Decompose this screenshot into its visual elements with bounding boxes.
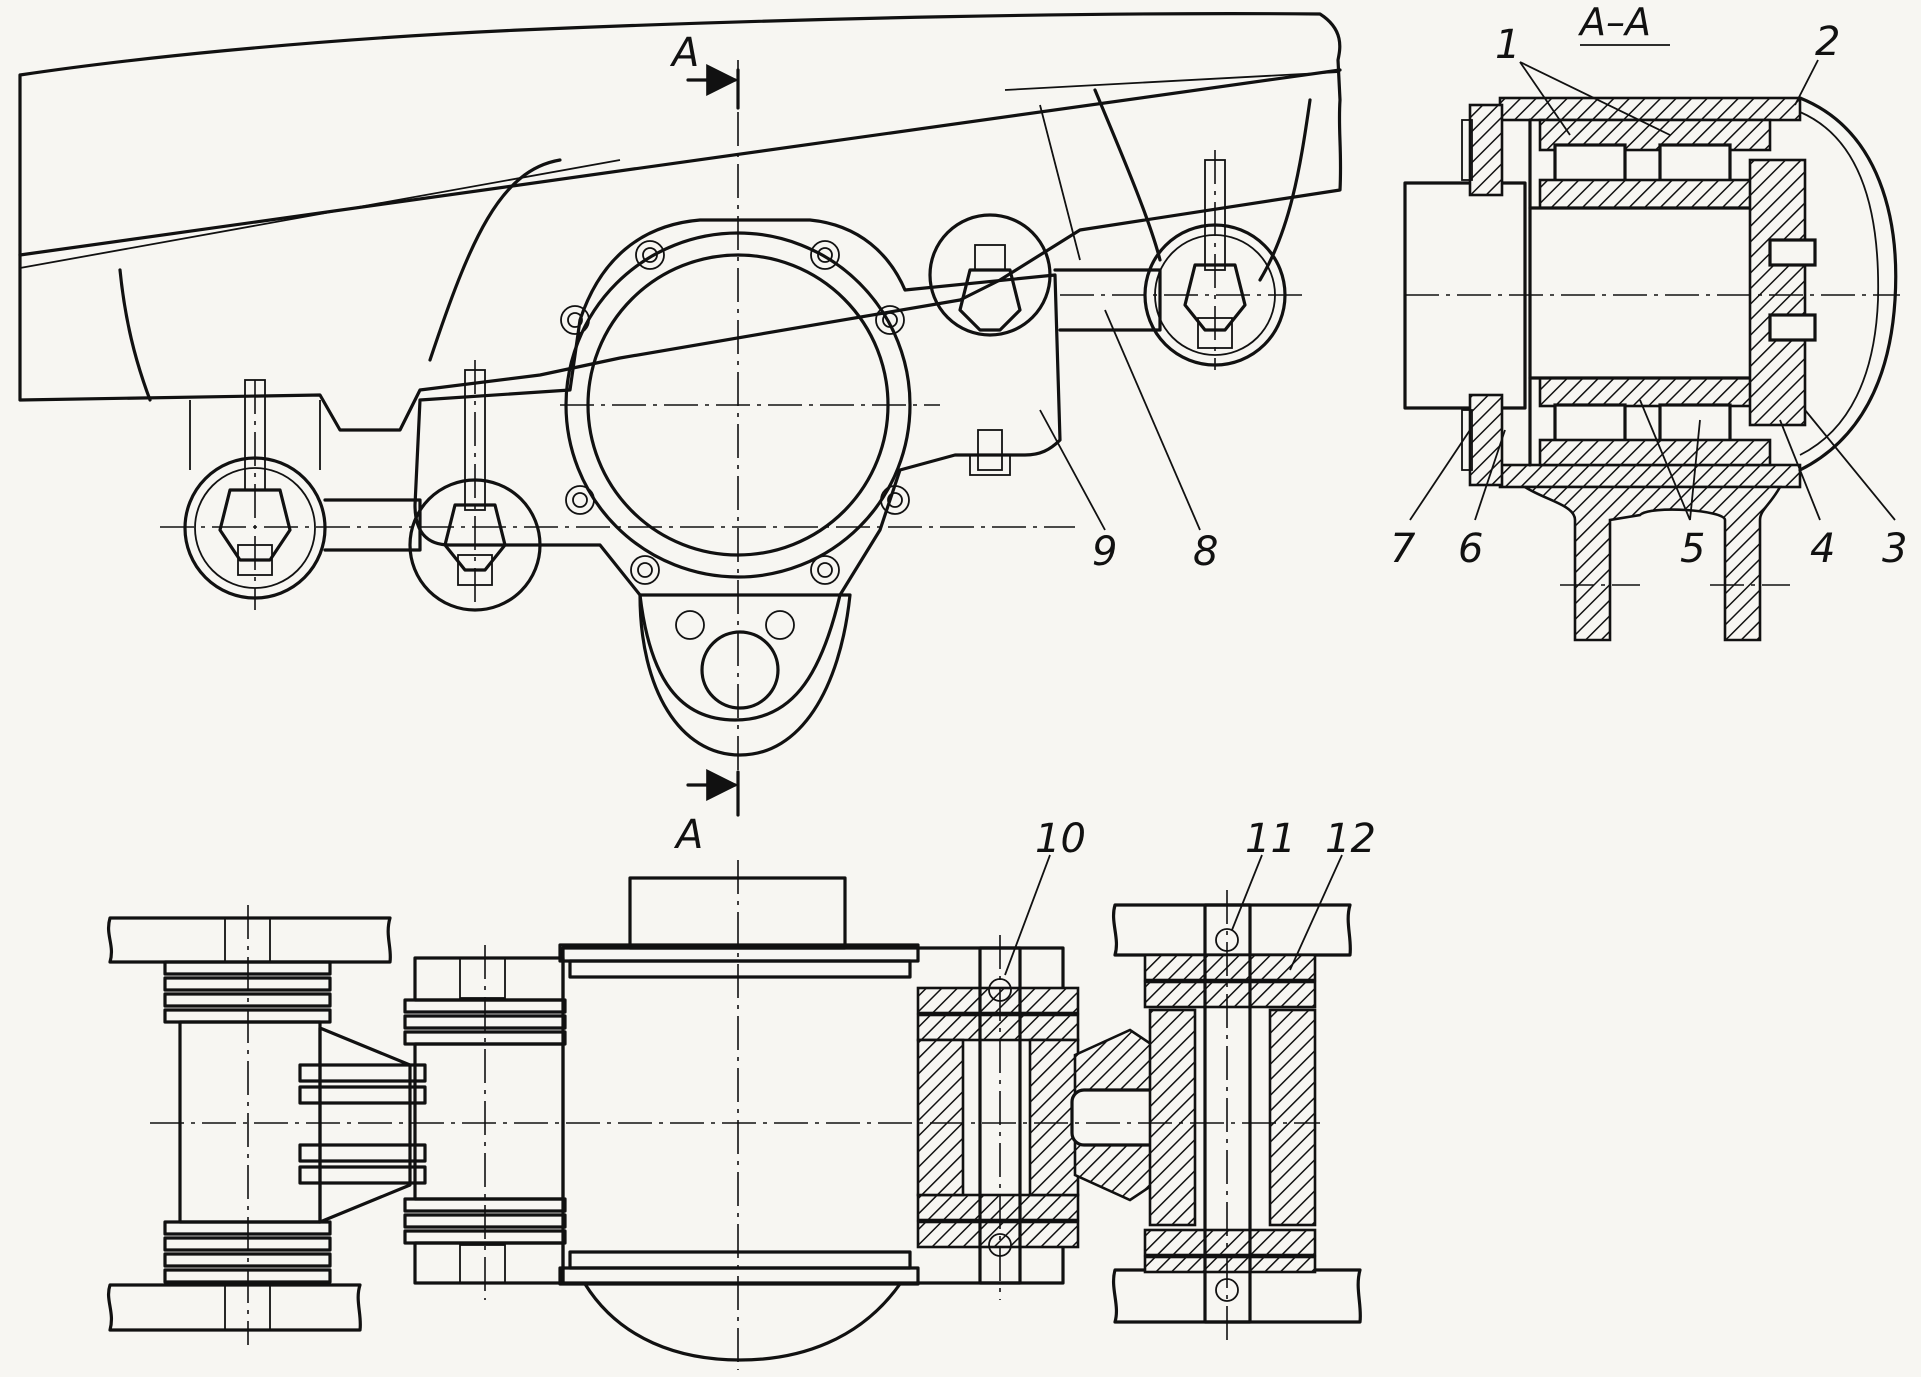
frame-flange-line-2 [19, 159, 621, 269]
end-cover [1798, 96, 1898, 472]
callout-6: 6 [1458, 526, 1483, 572]
callout-8: 8 [1193, 529, 1218, 575]
callout-7: 7 [1390, 526, 1416, 572]
left-rail-top [106, 916, 392, 964]
left-plan-link [318, 1026, 412, 1224]
frame-web-right2 [1258, 98, 1312, 282]
left-spring-bolt-head [218, 488, 292, 562]
housing-top-wall [1498, 96, 1802, 122]
lower-fork [1520, 485, 1783, 642]
housing-bolt-bosses [560, 240, 910, 585]
side-view: A A 9 8 [18, 12, 1343, 858]
left-link [323, 498, 422, 552]
callout-5: 5 [1680, 526, 1705, 572]
callout-9: 9 [1092, 529, 1117, 575]
callout-3: 3 [1882, 526, 1907, 572]
frame-flange-line [18, 68, 1342, 257]
callout-10: 10 [1035, 816, 1086, 862]
right-mid-spring-cup [928, 213, 1052, 337]
seal-ring [1468, 103, 1504, 197]
section-mark-bottom: A [673, 812, 703, 858]
right-link [1053, 268, 1162, 332]
right-rail-top [1111, 903, 1352, 957]
frame-rib [1039, 104, 1081, 261]
callout-1: 1 [1495, 22, 1520, 68]
end-cap [1748, 158, 1807, 427]
housing-bottom-wall [1498, 463, 1802, 489]
frame-flange-line-3 [1004, 71, 1341, 91]
car-frame-outline [18, 12, 1343, 432]
left-rail-bottom [106, 1283, 362, 1332]
bearing-block-11 [1143, 903, 1317, 1324]
callout-2: 2 [1815, 19, 1840, 65]
section-mark-top: A [669, 30, 699, 76]
right-rail-bottom [1111, 1268, 1362, 1324]
frame-web-left [118, 268, 152, 402]
plan-lower-lug [583, 1282, 902, 1362]
callout-4: 4 [1810, 526, 1835, 572]
callout-11: 11 [1245, 816, 1296, 862]
right-mid-bolt-head [958, 268, 1022, 332]
bearing-block-10 [916, 946, 1080, 1285]
section-a-a: A–A [1390, 0, 1907, 642]
housing-lower-lug [638, 593, 852, 757]
frame-web-right [1093, 88, 1162, 262]
plan-view: 10 11 12 [106, 816, 1376, 1370]
section-title: A–A [1577, 0, 1651, 44]
lug-hole [700, 630, 780, 710]
housing-body [413, 218, 1062, 722]
frame-web-mid [428, 158, 562, 362]
callout-12: 12 [1325, 816, 1376, 862]
